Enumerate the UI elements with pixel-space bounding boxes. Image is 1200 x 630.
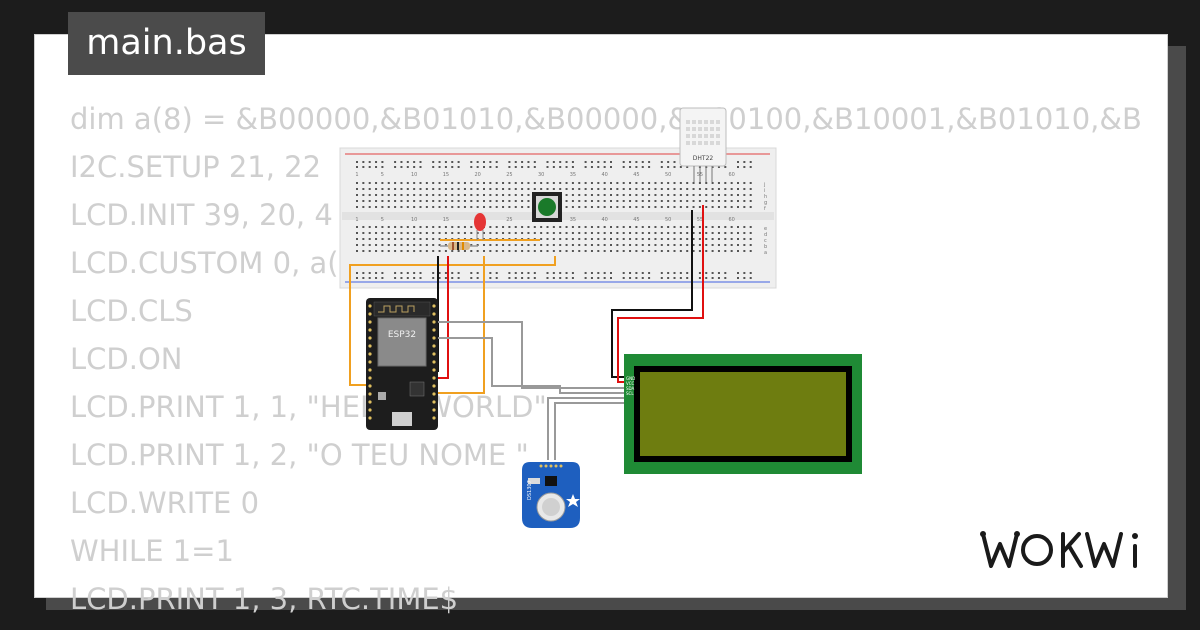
- breadboard-column-number: 25: [506, 217, 512, 223]
- code-line: LCD.CUSTOM 0, a(): [70, 246, 350, 280]
- wire-orange-1: [349, 256, 556, 386]
- code-line: dim a(8) = &B00000,&B01010,&B00000,&B001…: [70, 102, 1142, 136]
- breadboard-row-letter: i: [764, 188, 765, 194]
- breadboard-column-number: 30: [538, 172, 544, 178]
- breadboard-column-number: 20: [474, 172, 480, 178]
- code-line: WHILE 1=1: [70, 534, 234, 568]
- rtc-module: DS1307: [522, 462, 580, 528]
- esp32-label: ESP32: [388, 330, 416, 340]
- code-line: I2C.SETUP 21, 22: [70, 150, 322, 184]
- rtc-label: DS1307: [527, 480, 533, 500]
- breadboard-column-number: 1: [355, 172, 358, 178]
- dht22-sensor: DHT22: [679, 107, 727, 182]
- wire-gray-3: [547, 397, 630, 460]
- breadboard-row-letter: a: [764, 250, 767, 256]
- breadboard-column-number: 55: [697, 217, 703, 223]
- code-line: LCD.PRINT 1, 2, "O TEU NOME ": [70, 438, 529, 472]
- breadboard-column-number: 10: [411, 172, 417, 178]
- dht22-label: DHT22: [693, 155, 714, 162]
- breadboard-column-number: 15: [443, 217, 449, 223]
- breadboard-column-number: 45: [633, 217, 639, 223]
- code-line: LCD.CLS: [70, 294, 193, 328]
- breadboard-column-number: 35: [570, 172, 576, 178]
- breadboard-row-letter: b: [764, 244, 767, 250]
- resistor: [440, 242, 478, 250]
- breadboard-column-number: 50: [665, 172, 671, 178]
- lcd-pin-label: VCC: [626, 381, 635, 386]
- breadboard-column-number: 15: [443, 172, 449, 178]
- breadboard-row-letter: h: [764, 194, 767, 200]
- wire-gray-1: [432, 321, 630, 389]
- wire-black-2: [611, 210, 693, 378]
- breadboard-column-number: 60: [728, 172, 734, 178]
- code-line: LCD.PRINT 1, 3, RTC.TIME$: [70, 582, 459, 616]
- lcd-pin-label: GND: [626, 376, 635, 381]
- breadboard-row-letter: f: [764, 206, 766, 212]
- wire-orange-3: [432, 256, 485, 394]
- breadboard-column-number: 40: [601, 172, 607, 178]
- breadboard-column-number: 5: [381, 217, 384, 223]
- breadboard-column-number: 60: [728, 217, 734, 223]
- lcd-pin-label: SCL: [626, 391, 634, 396]
- wokwi-logo: [980, 531, 1138, 568]
- lcd-pin-label: SDA: [626, 386, 635, 391]
- code-editor: dim a(8) = &B00000,&B01010,&B00000,&B001…: [70, 95, 1142, 623]
- wires: [349, 205, 704, 460]
- breadboard-column-number: 35: [570, 217, 576, 223]
- breadboard-row-letter: j: [763, 182, 765, 188]
- breadboard-column-number: 1: [355, 217, 358, 223]
- breadboard-column-number: 25: [506, 172, 512, 178]
- code-line: LCD.PRINT 1, 1, "HELLO WORLD": [70, 390, 547, 424]
- breadboard-column-number: 10: [411, 217, 417, 223]
- wire-gray-4: [554, 402, 630, 460]
- wire-red-2: [617, 205, 704, 383]
- code-line: LCD.WRITE 0: [70, 486, 260, 520]
- breadboard-column-number: 5: [381, 172, 384, 178]
- wire-gray-2: [432, 337, 630, 394]
- led-red: [474, 213, 486, 240]
- breadboard-row-letter: d: [764, 232, 767, 238]
- breadboard-column-number: 40: [601, 217, 607, 223]
- breadboard-row-letter: g: [764, 200, 767, 206]
- code-line: LCD.ON: [70, 342, 183, 376]
- breadboard-column-number: 50: [665, 217, 671, 223]
- code-line: LCD.INIT 39, 20, 4: [70, 198, 333, 232]
- esp32-board[interactable]: ESP32: [366, 298, 438, 430]
- project-card[interactable]: dim a(8) = &B00000,&B01010,&B00000,&B001…: [34, 34, 1168, 616]
- breadboard-column-number: 45: [633, 172, 639, 178]
- pushbutton[interactable]: [532, 192, 562, 222]
- breadboard-row-letter: e: [764, 226, 767, 232]
- breadboard-row-letter: c: [764, 238, 767, 244]
- filename-tab: main.bas: [68, 12, 265, 75]
